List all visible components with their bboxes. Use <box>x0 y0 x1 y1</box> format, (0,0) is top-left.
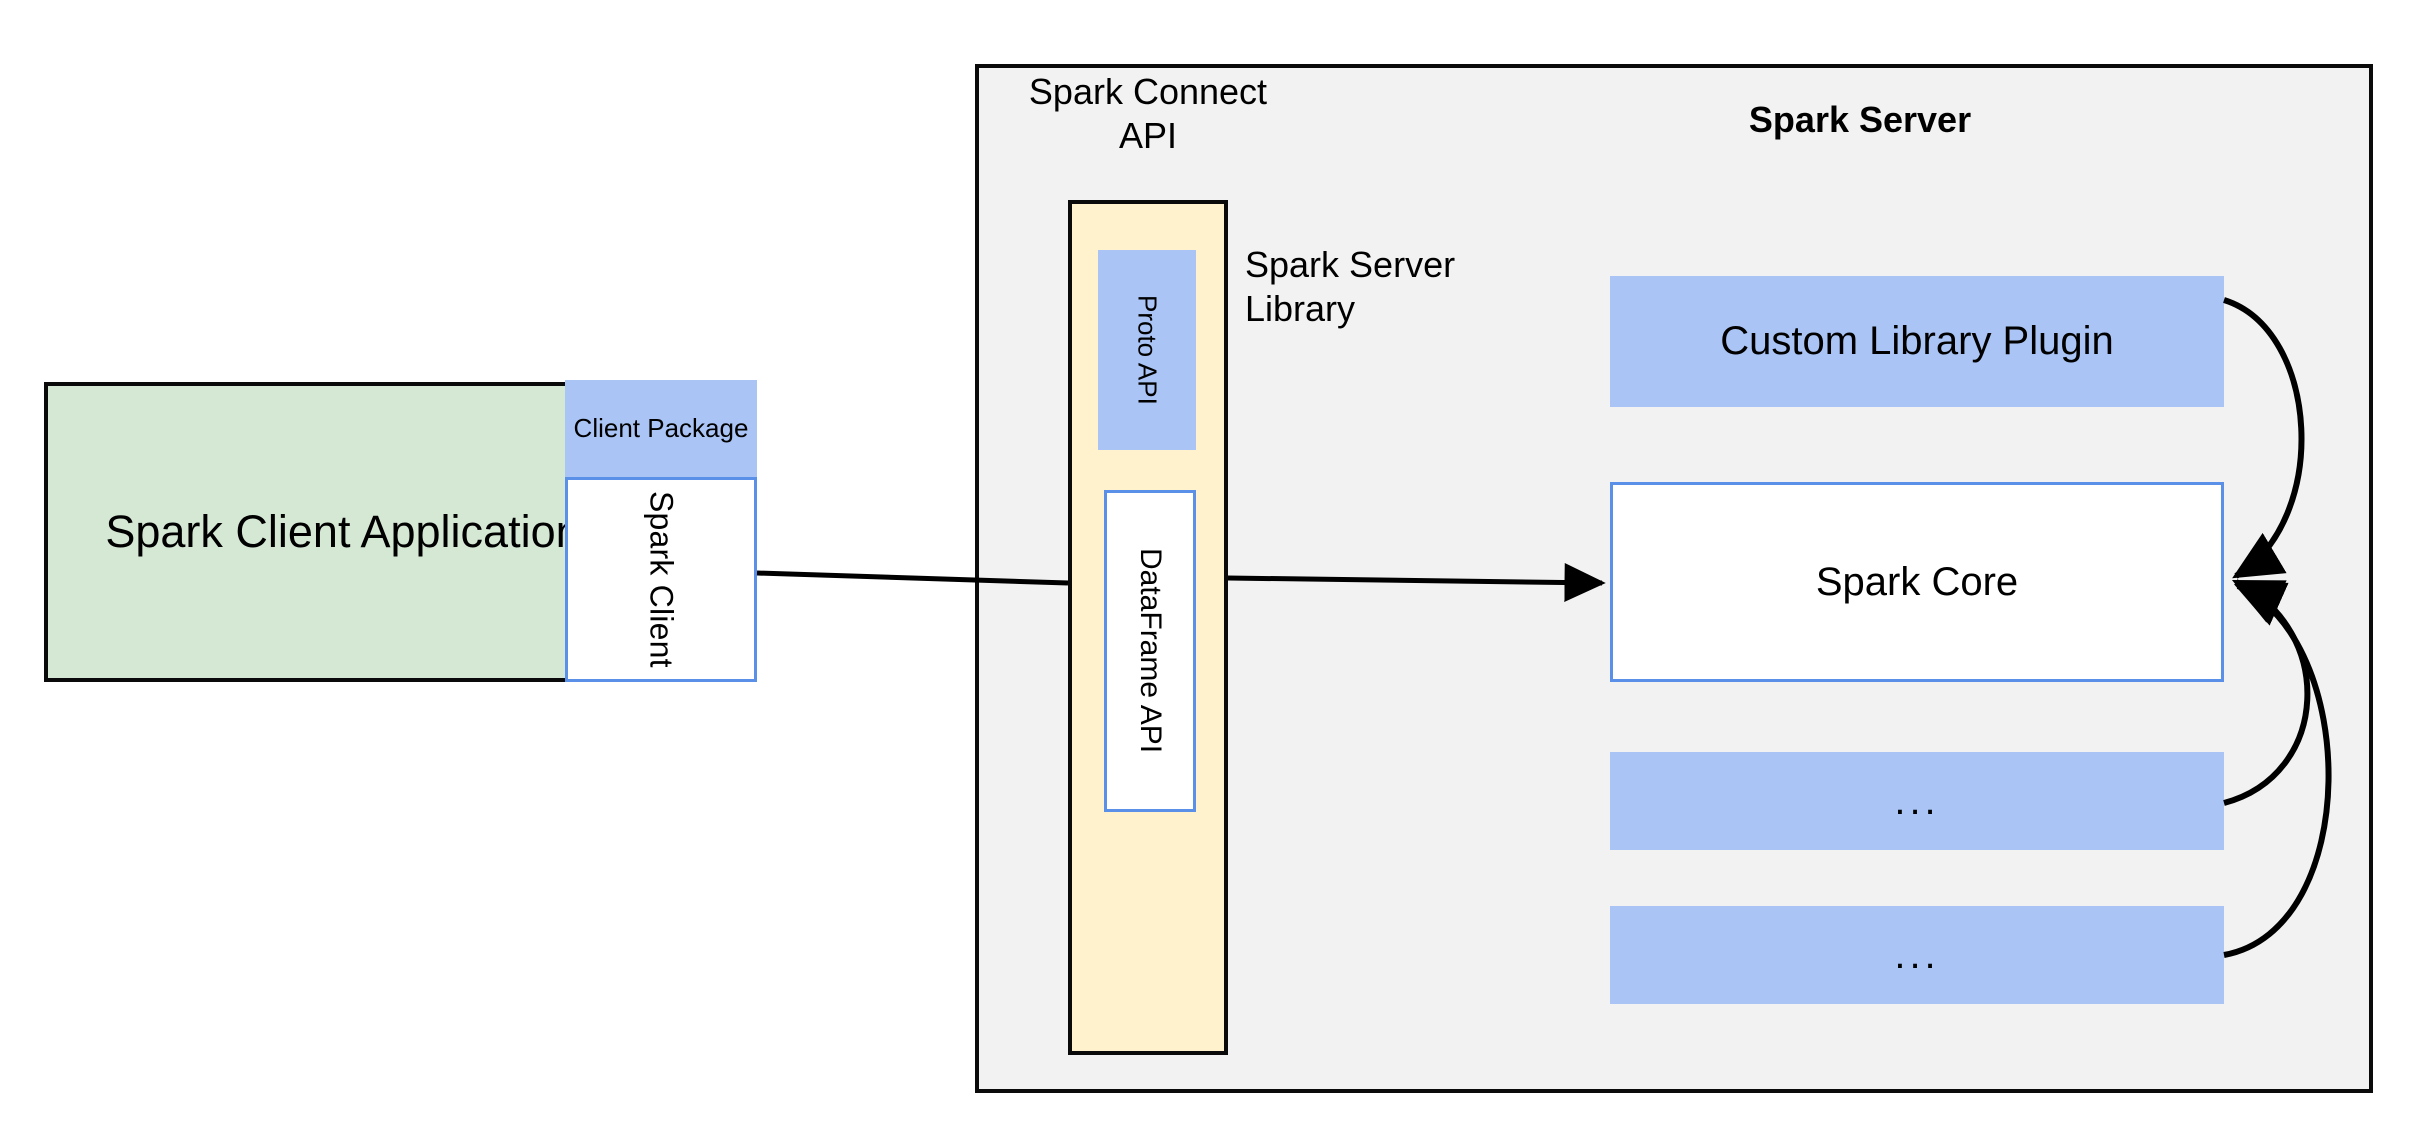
server-component-placeholder-2-label: ... <box>1894 933 1940 977</box>
client-package-label: Client Package <box>573 412 749 443</box>
spark-client-box[interactable]: Spark Client <box>565 477 757 682</box>
proto-api-box[interactable]: Proto API <box>1098 250 1196 450</box>
spark-client-label: Spark Client <box>643 491 680 668</box>
dataframe-api-label: DataFrame API <box>1134 548 1167 754</box>
spark-client-application-box[interactable]: Spark Client Application <box>44 382 642 682</box>
spark-server-title-text: Spark Server <box>1748 99 1972 140</box>
client-package-box[interactable]: Client Package <box>565 380 757 477</box>
custom-library-plugin-label: Custom Library Plugin <box>1720 319 2114 363</box>
spark-connect-api-title-text: Spark Connect API <box>1028 71 1268 156</box>
server-component-placeholder-2[interactable]: ... <box>1610 906 2224 1004</box>
proto-api-label: Proto API <box>1132 295 1163 405</box>
spark-connect-api-title: Spark Connect API <box>1003 70 1293 158</box>
spark-server-library-text: Spark Server Library <box>1245 244 1456 329</box>
spark-core-box[interactable]: Spark Core <box>1610 482 2224 682</box>
spark-client-application-label: Spark Client Application <box>105 506 581 558</box>
spark-server-library-label: Spark Server Library <box>1245 243 1545 335</box>
spark-server-title: Spark Server <box>1610 96 2110 144</box>
server-component-placeholder-1[interactable]: ... <box>1610 752 2224 850</box>
dataframe-api-box[interactable]: DataFrame API <box>1104 490 1196 812</box>
spark-core-label: Spark Core <box>1815 559 2019 604</box>
custom-library-plugin-box[interactable]: Custom Library Plugin <box>1610 276 2224 407</box>
server-component-placeholder-1-label: ... <box>1894 779 1940 823</box>
